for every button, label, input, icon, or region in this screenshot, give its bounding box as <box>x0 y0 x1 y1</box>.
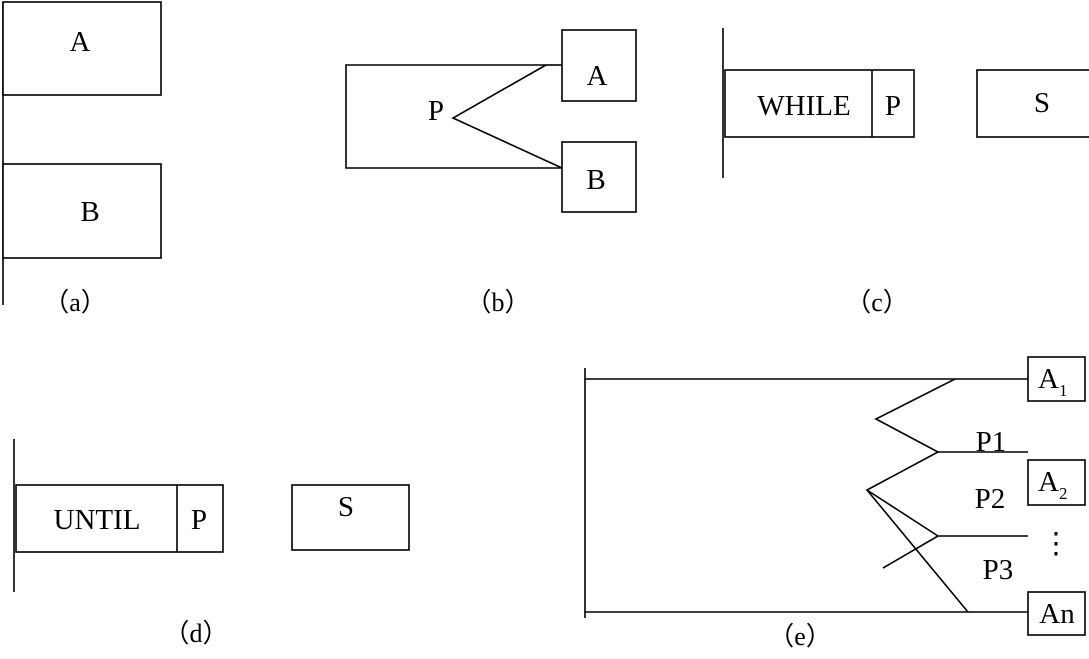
panel-b-box-a-label: A <box>587 60 608 92</box>
panel-c-caption: （c） <box>845 288 909 317</box>
panel-c-body-box <box>976 69 1089 138</box>
panel-c-body-label: S <box>1034 87 1050 119</box>
panel-d-until-box <box>15 484 224 553</box>
panel-a: A B （a） <box>2 1 162 317</box>
panel-a-caption: （a） <box>43 288 107 317</box>
panel-c-condition-label: P <box>885 90 901 122</box>
panel-d-caption: （d） <box>163 619 228 648</box>
panel-c: WHILE P S （c） <box>722 28 1089 317</box>
panel-c-keyword-label: WHILE <box>757 90 850 122</box>
panel-e-box-1-subscript: 1 <box>1059 381 1068 400</box>
panel-c-while-box <box>724 69 915 138</box>
panel-e-box-1-letter: A <box>1038 363 1059 395</box>
panel-e-box-n-label: An <box>1039 598 1075 630</box>
panel-e-box-2-letter: A <box>1038 466 1059 498</box>
panel-b: P A B （b） <box>345 29 637 317</box>
panel-e-caption: （e） <box>768 622 832 651</box>
panel-e-zigzag-inner <box>882 535 939 569</box>
panel-d-body-box <box>291 484 410 551</box>
panel-b-box-b-label: B <box>586 164 605 196</box>
panel-b-box-b <box>561 141 637 213</box>
panel-e-box-2 <box>1027 459 1086 506</box>
panel-e-ellipsis: ⋮ <box>1042 528 1071 560</box>
panel-e: P1 P2 P3 A1 A2 ⋮ An （e） <box>584 356 1086 651</box>
panel-b-box-a <box>561 29 637 102</box>
panel-e-condition-2: P2 <box>975 483 1006 515</box>
panel-d-keyword-label: UNTIL <box>54 504 141 536</box>
panel-e-condition-1: P1 <box>976 426 1007 458</box>
panel-d-body-label: S <box>338 491 354 523</box>
panel-e-box-1 <box>1027 356 1086 402</box>
panel-d-condition-label: P <box>191 504 207 536</box>
panel-b-branch <box>451 64 563 169</box>
panel-a-box-b-label: B <box>80 196 99 228</box>
panel-d: UNTIL P S （d） <box>13 439 410 648</box>
panel-e-box-2-subscript: 2 <box>1059 484 1068 503</box>
panel-e-condition-3: P3 <box>983 554 1014 586</box>
panel-e-box-2-label: A2 <box>1038 466 1067 503</box>
panel-a-box-a <box>2 1 162 96</box>
panel-a-box-a-label: A <box>70 26 91 58</box>
panel-e-zigzag <box>865 378 969 613</box>
panel-e-zigzag-mid <box>866 489 939 537</box>
panel-b-condition-label: P <box>428 95 444 127</box>
panel-e-box-n <box>1027 591 1086 636</box>
panel-b-bracket <box>345 64 562 169</box>
panel-a-box-b <box>2 163 162 259</box>
panel-b-caption: （b） <box>465 288 530 317</box>
panel-e-box-1-label: A1 <box>1038 363 1067 400</box>
